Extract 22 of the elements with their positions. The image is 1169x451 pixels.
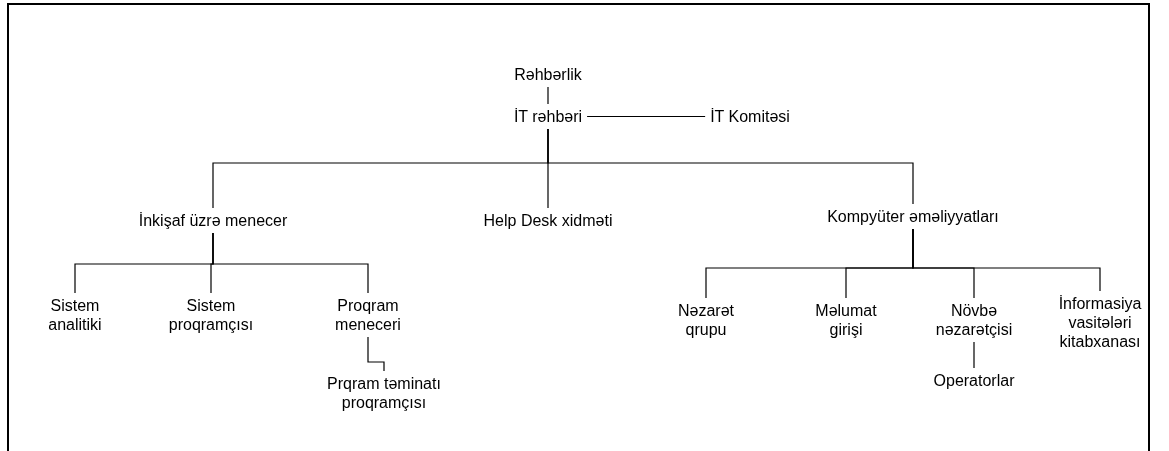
role-label: Operatorlar [928, 368, 1020, 393]
role-label: Rəhbərlik [509, 62, 587, 87]
role-label: İnkişaf üzrə menecer [133, 208, 293, 233]
role-label: İT Komitəsi [705, 104, 795, 129]
role-label: Növbə nəzarətçisi [914, 298, 1034, 342]
role-label: Kompyüter əməliyyatları [822, 204, 1004, 229]
role-label: Help Desk xidməti [478, 208, 618, 233]
role-label: Prqram təminatı proqramçısı [304, 371, 464, 415]
role-label: Sistem proqramçısı [151, 293, 271, 337]
connector-line [586, 115, 706, 118]
connector-line [547, 128, 914, 205]
role-label: İT rəhbəri [508, 104, 588, 129]
connector-line [547, 86, 549, 105]
role-label: Sistem analitiki [25, 293, 125, 337]
connector-line [973, 341, 975, 369]
connector-line [367, 336, 385, 372]
role-label: İnformasiya vasitələri kitabxanası [1046, 291, 1154, 354]
connector-line [212, 232, 369, 294]
connector-line [912, 228, 1101, 292]
role-label: Nəzarət qrupu [656, 298, 756, 342]
role-label: Proqram meneceri [313, 293, 423, 337]
role-label: Məlumat girişi [796, 298, 896, 342]
